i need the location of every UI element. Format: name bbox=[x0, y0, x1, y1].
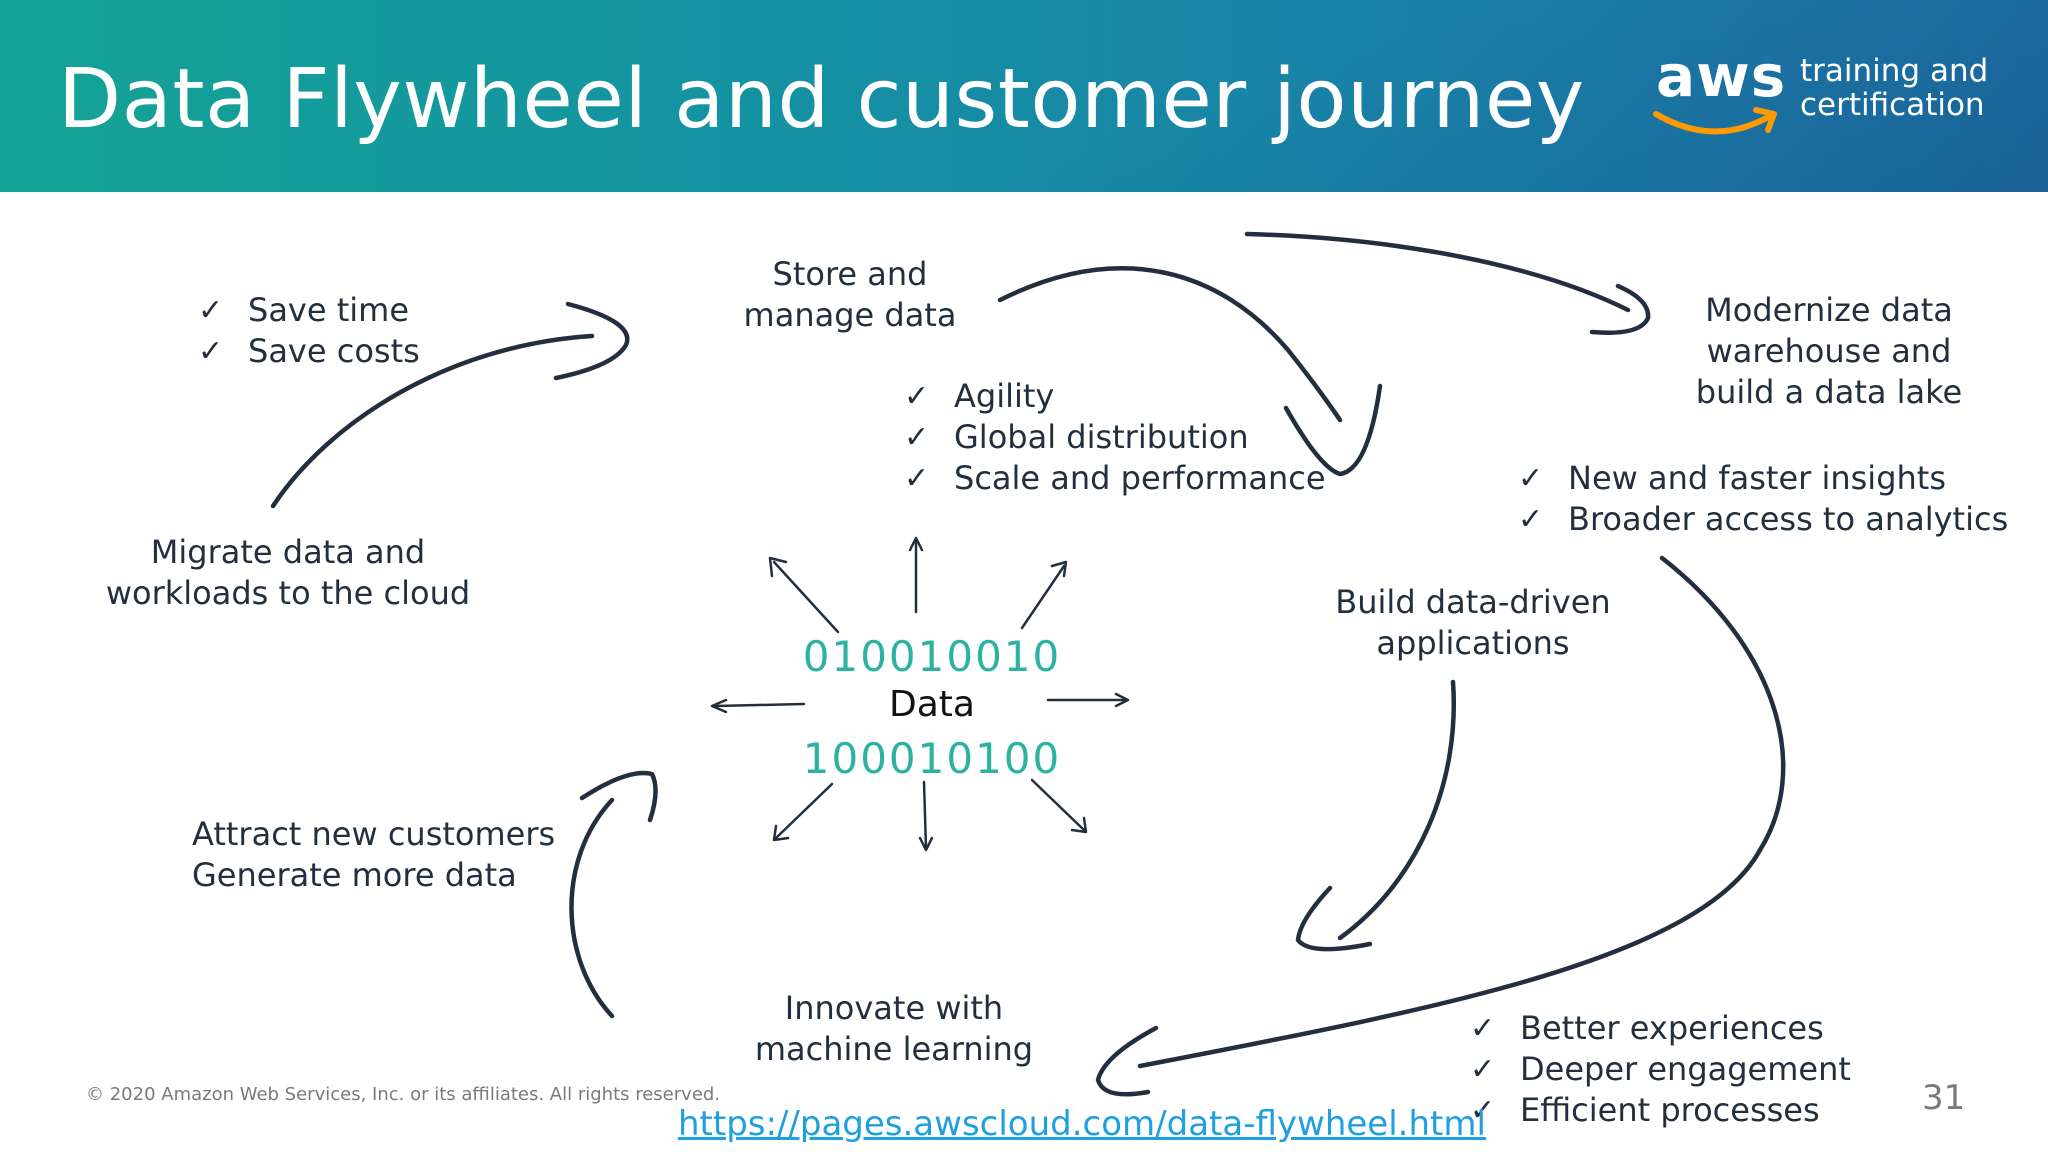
check-icon: ✓ bbox=[1518, 502, 1544, 537]
aws-logo-subtitle: training and certification bbox=[1800, 53, 1989, 123]
benefits-modernize: ✓New and faster insights ✓Broader access… bbox=[1518, 458, 2008, 540]
benefits-build: ✓Better experiences ✓Deeper engagement ✓… bbox=[1470, 1008, 1851, 1131]
flywheel-link[interactable]: https://pages.awscloud.com/data-flywheel… bbox=[678, 1104, 1486, 1144]
arrow-build-down bbox=[1337, 679, 1456, 941]
page-title: Data Flywheel and customer journey bbox=[58, 52, 1585, 147]
arrow-store-loop bbox=[997, 266, 1343, 423]
list-item: ✓Global distribution bbox=[904, 418, 1249, 456]
list-item: ✓Save time bbox=[198, 291, 410, 329]
arrow-store-to-modernize bbox=[1244, 231, 1631, 313]
header-shade bbox=[748, 0, 2048, 192]
check-icon: ✓ bbox=[1470, 1011, 1496, 1046]
arrowhead-store-loop bbox=[1283, 383, 1383, 477]
check-icon: ✓ bbox=[198, 334, 224, 369]
list-item: ✓Efficient processes bbox=[1470, 1091, 1820, 1129]
check-icon: ✓ bbox=[1518, 461, 1544, 496]
check-icon: ✓ bbox=[904, 461, 930, 496]
list-item: ✓Scale and performance bbox=[904, 459, 1326, 497]
node-store: Store and manage data bbox=[743, 255, 957, 334]
header-banner: Data Flywheel and customer journey aws t… bbox=[0, 0, 2048, 192]
list-item: ✓New and faster insights bbox=[1518, 459, 1946, 497]
aws-training-logo: aws training and certification bbox=[1652, 42, 1992, 150]
node-innovate: Innovate with machine learning bbox=[754, 989, 1034, 1068]
check-icon: ✓ bbox=[1470, 1052, 1496, 1087]
arrowhead-store-to-modernize bbox=[1589, 283, 1651, 335]
check-icon: ✓ bbox=[1470, 1093, 1496, 1128]
list-item: ✓Better experiences bbox=[1470, 1009, 1824, 1047]
benefits-store: ✓Agility ✓Global distribution ✓Scale and… bbox=[904, 376, 1326, 499]
node-attract: Attract new customers Generate more data bbox=[192, 815, 556, 894]
list-item: ✓Save costs bbox=[198, 332, 420, 370]
binary-top: 010010010 bbox=[802, 632, 1062, 681]
page-number: 31 bbox=[1922, 1078, 1966, 1118]
arrow-innovate-to-attract bbox=[569, 797, 615, 1019]
aws-smile-icon bbox=[1653, 107, 1777, 135]
node-build: Build data-driven applications bbox=[1335, 583, 1611, 662]
arrow-migrate-to-store bbox=[270, 333, 595, 509]
node-migrate: Migrate data and workloads to the cloud bbox=[105, 533, 471, 612]
aws-logo-word: aws bbox=[1656, 42, 1787, 110]
list-item: ✓Broader access to analytics bbox=[1518, 500, 2009, 538]
data-label: Data bbox=[889, 684, 975, 725]
data-burst-arrows bbox=[710, 536, 1130, 852]
arrowhead-modernize-to-innovate bbox=[1095, 1025, 1159, 1097]
benefits-migrate: ✓Save time ✓Save costs bbox=[198, 290, 420, 372]
node-modernize: Modernize data warehouse and build a dat… bbox=[1695, 291, 1963, 411]
arrow-modernize-to-innovate bbox=[1137, 555, 1786, 1069]
check-icon: ✓ bbox=[904, 379, 930, 414]
arrowhead-migrate-to-store bbox=[553, 301, 630, 381]
check-icon: ✓ bbox=[904, 420, 930, 455]
list-item: ✓Deeper engagement bbox=[1470, 1050, 1851, 1088]
binary-bottom: 100010100 bbox=[802, 734, 1062, 783]
copyright: © 2020 Amazon Web Services, Inc. or its … bbox=[86, 1084, 721, 1105]
arrowhead-build-down bbox=[1295, 885, 1373, 952]
arrowhead-innovate-to-attract bbox=[579, 770, 658, 823]
check-icon: ✓ bbox=[198, 293, 224, 328]
list-item: ✓Agility bbox=[904, 377, 1055, 415]
